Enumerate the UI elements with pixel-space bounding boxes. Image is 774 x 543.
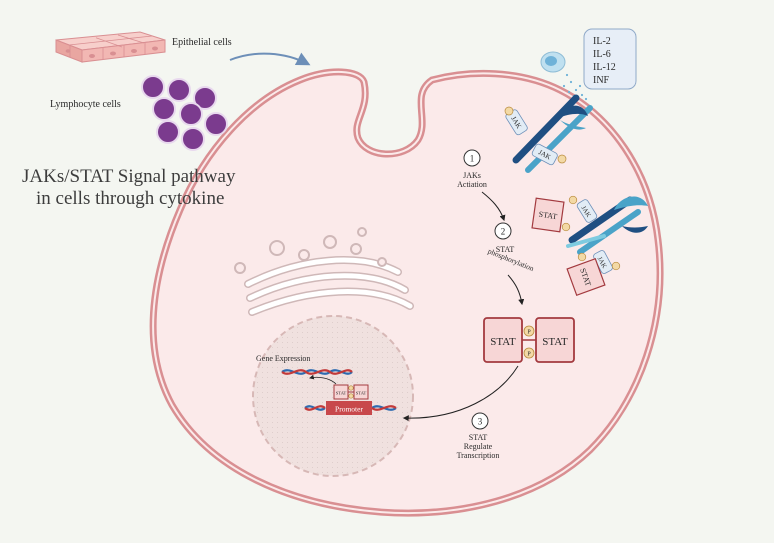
golgi-apparatus: [234, 227, 414, 316]
phosphate-group-r1: [504, 106, 567, 164]
phosphate-label-1: P: [527, 330, 531, 336]
nucleus: [252, 315, 414, 477]
step-1-line2: Actiation: [457, 180, 487, 189]
dna-helix-bottom: [304, 405, 397, 411]
step-3-line3: Transcription: [457, 451, 500, 460]
promoter-label: Promoter: [335, 405, 363, 414]
cytokine-secreting-cell: [540, 51, 588, 101]
stat-dimer-on-dna: STAT STAT: [333, 384, 369, 400]
step-2-number: 2: [501, 227, 506, 237]
cytokine-il6: IL-6: [593, 49, 611, 60]
cytokine-receptor-1: [512, 94, 593, 173]
stat-dimer-phosphorylated: STAT STAT P P: [483, 317, 575, 363]
title-line-2: in cells through cytokine: [36, 188, 224, 209]
cytokine-receptor-2: [566, 196, 648, 255]
step-1: 1 JAKs Actiation: [457, 149, 487, 189]
jak-protein-2: JAK: [531, 143, 558, 166]
step-3: 3 STAT Regulate Transcription: [457, 412, 500, 460]
dna-helix-top: [281, 369, 353, 375]
jak-protein-3: JAK: [576, 199, 598, 223]
step-3-line1: STAT: [469, 433, 488, 442]
epithelial-cells-label: Epithelial cells: [172, 37, 232, 48]
step-2-line1: STAT: [496, 245, 515, 254]
jak-protein-1: JAK: [505, 109, 528, 136]
arrow-step-1: [481, 191, 506, 222]
cytokine-il12: IL-12: [593, 62, 616, 73]
cytokine-il2: IL-2: [593, 36, 611, 47]
stat-label-small-1: STAT: [336, 391, 347, 396]
gene-expression-label: Gene Expression: [256, 354, 310, 363]
stat-label-dimer-1: STAT: [490, 336, 516, 348]
title-line-1: JAKs/STAT Signal pathway: [22, 166, 236, 187]
phosphate-group-r2: [561, 195, 621, 271]
stat-label-dimer-2: STAT: [542, 336, 568, 348]
step-1-line1: JAKs: [463, 171, 481, 180]
epithelial-cells-icon: [55, 31, 166, 63]
stat-label-small-2: STAT: [356, 391, 367, 396]
step-1-number: 1: [470, 154, 475, 164]
phosphate-circle-2: [523, 347, 535, 359]
phosphate-label-2: P: [527, 352, 531, 358]
lymphocyte-cells-label: Lymphocyte cells: [50, 99, 121, 110]
step-3-number: 3: [478, 417, 483, 427]
promoter-block: Promoter: [326, 401, 372, 415]
arrow-gene-expression: [309, 374, 337, 385]
arrow-step-2: [507, 274, 525, 306]
stat-protein-1: STAT: [531, 197, 565, 233]
step-3-line2: Regulate: [464, 442, 493, 451]
stat-label-1: STAT: [538, 210, 558, 221]
lymphocyte-cells-icon: [141, 75, 228, 151]
arrow-step-3: [402, 365, 519, 422]
jak-label-4: JAK: [596, 256, 608, 270]
entry-arrow: [229, 52, 311, 66]
stat-protein-2: STAT: [566, 257, 606, 297]
cell-membrane-inner: [152, 70, 661, 515]
cytokine-inf: INF: [593, 75, 610, 86]
phosphate-circle-1: [523, 325, 535, 337]
cytokine-box: [583, 28, 637, 90]
